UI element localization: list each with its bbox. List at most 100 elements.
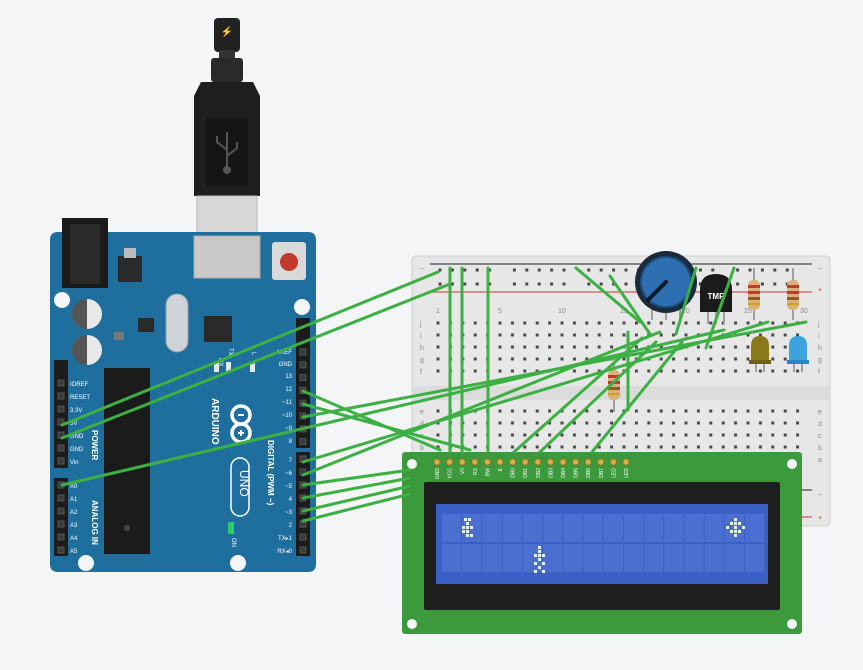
rail-hole[interactable] xyxy=(450,268,454,272)
breadboard-hole[interactable] xyxy=(535,369,539,373)
breadboard-hole[interactable] xyxy=(721,433,725,437)
header-pin[interactable] xyxy=(57,520,65,528)
breadboard-hole[interactable] xyxy=(572,321,576,325)
breadboard-hole[interactable] xyxy=(473,345,477,349)
breadboard-hole[interactable] xyxy=(684,421,688,425)
lcd-pin[interactable] xyxy=(458,458,466,466)
breadboard-hole[interactable] xyxy=(473,433,477,437)
breadboard-hole[interactable] xyxy=(572,421,576,425)
breadboard-hole[interactable] xyxy=(647,421,651,425)
wire[interactable] xyxy=(301,330,662,477)
breadboard-hole[interactable] xyxy=(783,357,787,361)
breadboard-hole[interactable] xyxy=(535,357,539,361)
rail-hole[interactable] xyxy=(760,282,764,286)
breadboard-hole[interactable] xyxy=(585,333,589,337)
breadboard-hole[interactable] xyxy=(734,433,738,437)
breadboard-hole[interactable] xyxy=(796,409,800,413)
breadboard-hole[interactable] xyxy=(548,433,552,437)
breadboard-hole[interactable] xyxy=(647,321,651,325)
wire[interactable] xyxy=(301,484,412,513)
breadboard-hole[interactable] xyxy=(535,445,539,449)
rail-hole[interactable] xyxy=(698,268,702,272)
breadboard-hole[interactable] xyxy=(510,369,514,373)
breadboard-hole[interactable] xyxy=(771,321,775,325)
breadboard-hole[interactable] xyxy=(734,345,738,349)
wire[interactable] xyxy=(60,282,452,440)
wire[interactable] xyxy=(301,320,770,464)
rail-hole[interactable] xyxy=(463,282,467,286)
breadboard-hole[interactable] xyxy=(498,369,502,373)
breadboard-hole[interactable] xyxy=(758,409,762,413)
rail-hole[interactable] xyxy=(488,268,492,272)
breadboard-hole[interactable] xyxy=(721,369,725,373)
breadboard-hole[interactable] xyxy=(709,409,713,413)
breadboard-hole[interactable] xyxy=(610,445,614,449)
breadboard-hole[interactable] xyxy=(436,321,440,325)
breadboard-hole[interactable] xyxy=(771,421,775,425)
header-pin[interactable] xyxy=(299,533,307,541)
rail-hole[interactable] xyxy=(537,282,541,286)
lcd-pin[interactable] xyxy=(433,458,441,466)
led-yellow[interactable] xyxy=(749,336,771,372)
breadboard-hole[interactable] xyxy=(597,409,601,413)
rail-hole[interactable] xyxy=(488,282,492,286)
lcd-pin[interactable] xyxy=(559,458,567,466)
breadboard-hole[interactable] xyxy=(684,333,688,337)
breadboard-hole[interactable] xyxy=(548,345,552,349)
breadboard-hole[interactable] xyxy=(746,409,750,413)
rail-hole[interactable] xyxy=(537,268,541,272)
breadboard-hole[interactable] xyxy=(771,333,775,337)
header-pin[interactable] xyxy=(57,379,65,387)
rail-hole[interactable] xyxy=(624,268,628,272)
lcd-pin[interactable] xyxy=(546,458,555,466)
wires[interactable] xyxy=(60,266,808,523)
breadboard-hole[interactable] xyxy=(684,321,688,325)
breadboard-hole[interactable] xyxy=(672,409,676,413)
breadboard-hole[interactable] xyxy=(572,369,576,373)
breadboard-hole[interactable] xyxy=(734,357,738,361)
lcd-pin[interactable] xyxy=(496,458,504,466)
breadboard-hole[interactable] xyxy=(622,421,626,425)
rail-hole[interactable] xyxy=(475,282,479,286)
breadboard-hole[interactable] xyxy=(523,433,527,437)
breadboard-hole[interactable] xyxy=(523,421,527,425)
breadboard-hole[interactable] xyxy=(498,409,502,413)
resistor[interactable] xyxy=(748,268,760,320)
breadboard-hole[interactable] xyxy=(610,345,614,349)
breadboard-hole[interactable] xyxy=(622,357,626,361)
lcd-pin[interactable] xyxy=(471,458,479,466)
rail-hole[interactable] xyxy=(562,268,566,272)
breadboard-hole[interactable] xyxy=(709,433,713,437)
breadboard-hole[interactable] xyxy=(709,445,713,449)
wire[interactable] xyxy=(301,389,442,452)
breadboard-hole[interactable] xyxy=(436,421,440,425)
lcd-pin[interactable] xyxy=(609,458,618,466)
breadboard-hole[interactable] xyxy=(535,421,539,425)
breadboard-hole[interactable] xyxy=(622,321,626,325)
breadboard-hole[interactable] xyxy=(734,369,738,373)
breadboard-hole[interactable] xyxy=(783,421,787,425)
rail-hole[interactable] xyxy=(760,268,764,272)
resistor[interactable] xyxy=(787,268,799,320)
breadboard-hole[interactable] xyxy=(696,421,700,425)
breadboard-hole[interactable] xyxy=(523,345,527,349)
breadboard-hole[interactable] xyxy=(585,357,589,361)
lcd-pin[interactable] xyxy=(571,458,580,466)
rail-hole[interactable] xyxy=(512,268,516,272)
breadboard-hole[interactable] xyxy=(709,421,713,425)
breadboard-hole[interactable] xyxy=(510,321,514,325)
breadboard-hole[interactable] xyxy=(721,421,725,425)
breadboard-hole[interactable] xyxy=(498,357,502,361)
breadboard-hole[interactable] xyxy=(510,357,514,361)
wire[interactable] xyxy=(512,336,644,454)
breadboard-hole[interactable] xyxy=(473,321,477,325)
breadboard-hole[interactable] xyxy=(796,421,800,425)
breadboard-hole[interactable] xyxy=(473,445,477,449)
wire[interactable] xyxy=(674,266,698,336)
breadboard-hole[interactable] xyxy=(572,445,576,449)
breadboard-hole[interactable] xyxy=(510,445,514,449)
header-pin[interactable] xyxy=(57,507,65,515)
rail-hole[interactable] xyxy=(773,282,777,286)
wire[interactable] xyxy=(60,328,726,487)
breadboard-hole[interactable] xyxy=(647,409,651,413)
